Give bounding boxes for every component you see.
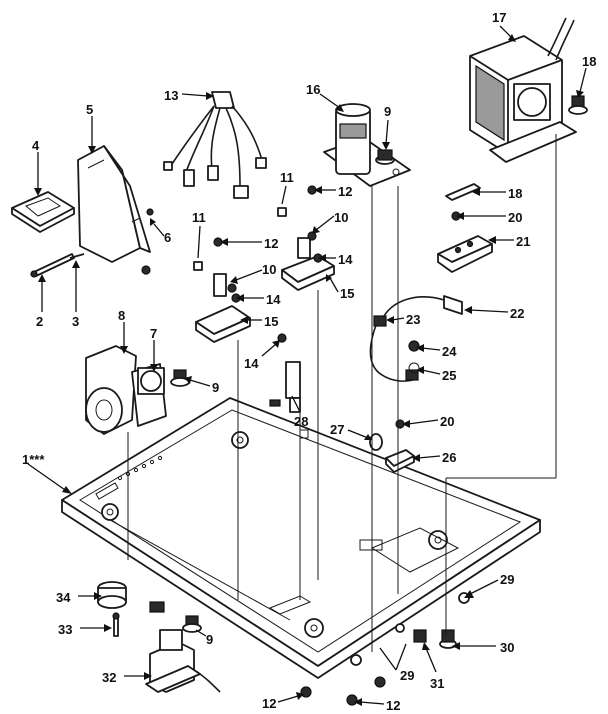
nut-washer-24-25 xyxy=(408,340,420,374)
callout-21: 21 xyxy=(516,234,530,249)
callout-9-top: 9 xyxy=(384,104,391,119)
callout-1: 1*** xyxy=(22,452,45,467)
callout-18-terminal: 18 xyxy=(508,186,522,201)
terminal-block-part-26 xyxy=(385,449,415,473)
callout-18-top: 18 xyxy=(582,54,596,69)
leader-lines xyxy=(27,25,587,706)
callout-13: 13 xyxy=(164,88,178,103)
callout-12-bottom-right: 12 xyxy=(386,698,400,713)
callout-9-fan: 9 xyxy=(212,380,219,395)
callout-14-lower: 14 xyxy=(244,356,259,371)
transformer-part-17 xyxy=(469,17,577,163)
fuse-holder-part-28 xyxy=(269,361,301,413)
switch-mount-part-15-lower xyxy=(195,273,251,343)
assembly-lines xyxy=(127,134,557,652)
callout-30: 30 xyxy=(500,640,514,655)
callout-29-right: 29 xyxy=(500,572,514,587)
clip-part-27 xyxy=(369,433,383,451)
callout-7: 7 xyxy=(150,326,157,341)
callout-15-lower: 15 xyxy=(264,314,278,329)
foot-part-34 xyxy=(97,581,127,609)
callout-20-upper: 20 xyxy=(508,210,522,225)
callout-24: 24 xyxy=(442,344,457,359)
callout-14-upper: 14 xyxy=(338,252,353,267)
vent-holes xyxy=(117,455,163,481)
base-pan xyxy=(61,397,541,679)
callout-17: 17 xyxy=(492,10,506,25)
callout-15-upper: 15 xyxy=(340,286,354,301)
callout-33: 33 xyxy=(58,622,72,637)
switch-mount-part-15-upper xyxy=(281,231,335,291)
callout-34: 34 xyxy=(56,590,71,605)
transformer-part-32 xyxy=(145,601,221,693)
callout-16: 16 xyxy=(306,82,320,97)
screws-12-11 xyxy=(193,185,317,271)
screw-part-33 xyxy=(112,612,120,637)
callout-29-bottom: 29 xyxy=(400,668,414,683)
callout-10-lower: 10 xyxy=(262,262,276,277)
nut-part-9-top xyxy=(375,149,395,165)
callout-12-mid: 12 xyxy=(264,236,278,251)
callout-3: 3 xyxy=(72,314,79,329)
wire-harness-part-13 xyxy=(163,91,267,199)
callouts: 1*** 2 3 4 5 6 7 8 9 9 9 10 10 11 11 12 … xyxy=(22,10,596,713)
clip-part-3 xyxy=(69,253,85,259)
nut-part-9-bottom xyxy=(182,615,202,633)
callout-22: 22 xyxy=(510,306,524,321)
callout-28: 28 xyxy=(294,414,308,429)
callout-11-lower: 11 xyxy=(192,210,206,225)
callout-32: 32 xyxy=(102,670,116,685)
callout-10-upper: 10 xyxy=(334,210,348,225)
callout-9-bottom: 9 xyxy=(206,632,213,647)
terminal-block-part-21 xyxy=(437,235,493,273)
callout-12-bottom-left: 12 xyxy=(262,696,276,711)
callout-12-upper: 12 xyxy=(338,184,352,199)
callout-4: 4 xyxy=(32,138,40,153)
screw-part-2 xyxy=(30,253,75,278)
air-duct-part-5 xyxy=(77,145,154,275)
bracket-part-4 xyxy=(11,191,75,233)
callout-6: 6 xyxy=(164,230,171,245)
callout-2: 2 xyxy=(36,314,43,329)
callout-27: 27 xyxy=(330,422,344,437)
callout-8: 8 xyxy=(118,308,125,323)
motor-part-7 xyxy=(137,367,165,395)
lower-hardware xyxy=(300,592,470,706)
callout-26: 26 xyxy=(442,450,456,465)
callout-31: 31 xyxy=(430,676,444,691)
callout-11-upper: 11 xyxy=(280,170,294,185)
callout-20-lower: 20 xyxy=(440,414,454,429)
callout-25: 25 xyxy=(442,368,456,383)
capacitor-part-16 xyxy=(323,103,411,187)
callout-5: 5 xyxy=(86,102,93,117)
callout-23: 23 xyxy=(406,312,420,327)
nut-part-18-top xyxy=(568,95,588,115)
callout-14-mid: 14 xyxy=(266,292,281,307)
